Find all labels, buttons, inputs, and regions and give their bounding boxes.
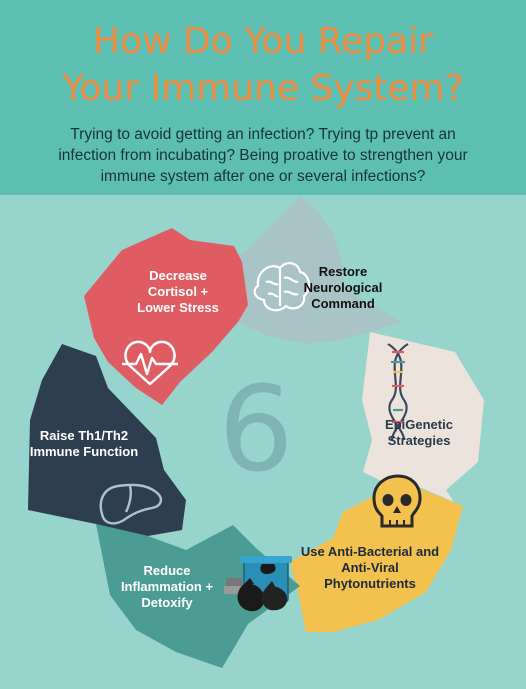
header: How Do You Repair Your Immune System? Tr…	[0, 0, 526, 195]
label-restore-neurological: Restore Neurological Command	[303, 264, 383, 311]
segment-antibacterial	[290, 482, 463, 632]
page-title: How Do You Repair Your Immune System?	[0, 18, 526, 112]
title-line-1: How Do You Repair	[93, 21, 433, 62]
segment-epigenetic	[362, 332, 484, 502]
label-inflammation: Reduce Inflammation + Detoxify	[120, 563, 214, 610]
title-line-2: Your Immune System?	[62, 68, 464, 109]
cycle-diagram	[28, 196, 484, 668]
label-decrease-cortisol: Decrease Cortisol + Lower Stress	[137, 268, 219, 315]
brain-icon	[253, 262, 310, 312]
label-th1-th2: Raise Th1/Th2 Immune Function	[29, 428, 139, 459]
page-subtitle: Trying to avoid getting an infection? Tr…	[58, 126, 468, 185]
heartbeat-icon	[122, 340, 178, 386]
trash-bags-icon	[224, 556, 292, 612]
center-number: 6	[218, 360, 294, 498]
dna-icon	[387, 343, 409, 441]
segment-decrease-cortisol	[84, 228, 248, 405]
segment-restore-neurological	[227, 196, 403, 344]
label-antibacterial: Use Anti-Bacterial and Anti-Viral Phyton…	[300, 544, 440, 591]
label-epigenetic: EpiGenetic Strategies	[385, 417, 453, 448]
skull-icon	[372, 474, 422, 528]
liver-icon	[99, 483, 163, 525]
